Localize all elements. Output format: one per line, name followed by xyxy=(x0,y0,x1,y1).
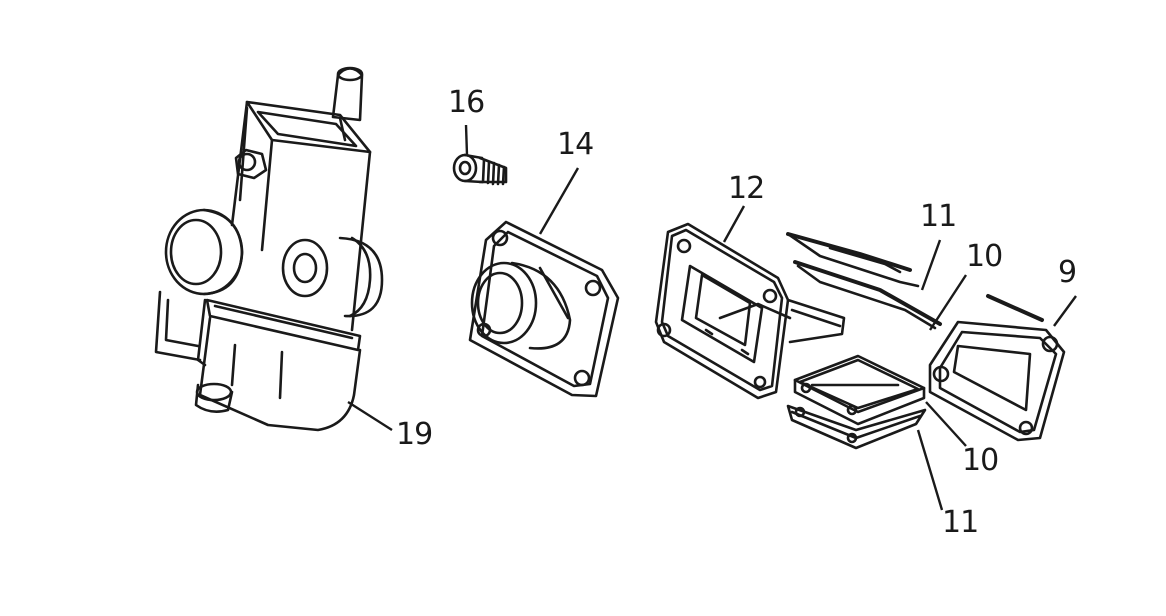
reed-petal-11-top xyxy=(786,232,942,330)
gasket-9 xyxy=(928,294,1066,442)
reed-valve-block-12 xyxy=(654,222,846,400)
reed-stopper-10-bottom xyxy=(786,354,927,450)
callout-19: 19 xyxy=(396,417,432,452)
callout-9: 9 xyxy=(1058,255,1076,290)
callout-11-bottom: 11 xyxy=(942,505,978,540)
callout-14: 14 xyxy=(557,127,593,162)
callout-12: 12 xyxy=(728,171,764,206)
callout-11-top: 11 xyxy=(920,199,956,234)
callout-10-top: 10 xyxy=(966,239,1002,274)
callout-10-bottom: 10 xyxy=(962,443,998,478)
leader-lines xyxy=(347,124,1077,511)
screw-16 xyxy=(452,153,508,186)
intake-manifold-14 xyxy=(468,220,620,398)
callout-16: 16 xyxy=(448,85,484,120)
carburetor-19 xyxy=(154,66,384,432)
